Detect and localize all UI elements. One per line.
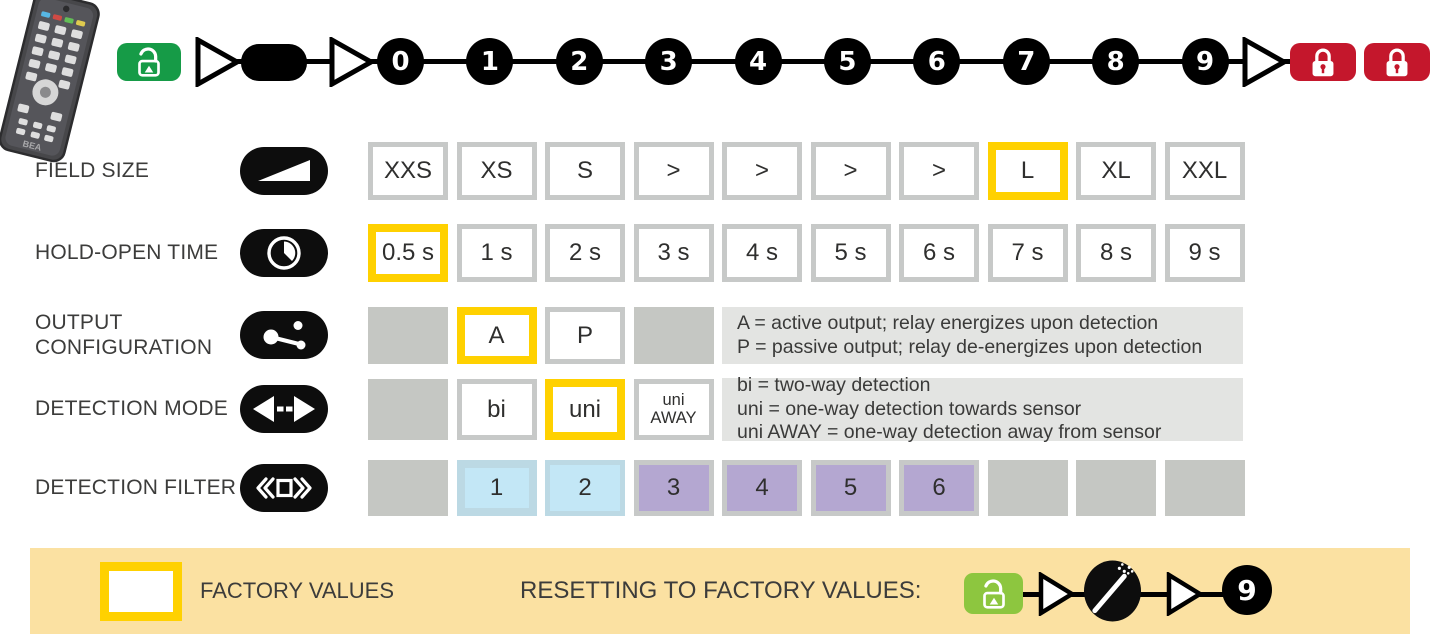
arrow-right-icon <box>1038 572 1076 616</box>
digit-key-1: 1 <box>466 38 514 85</box>
reset-unlock-key <box>964 573 1023 614</box>
remote-keypad <box>16 21 83 143</box>
option-cell-disabled <box>1076 460 1156 516</box>
remote-brand-logo: BEA <box>22 139 43 153</box>
note-line: uni = one-way detection towards sensor <box>737 397 1082 420</box>
factory-values-band: FACTORY VALUES RESETTING TO FACTORY VALU… <box>30 548 1410 634</box>
option-cell: bi <box>456 379 537 440</box>
detection-filter-icon <box>240 464 328 512</box>
remote-control-image: BEA <box>0 0 115 173</box>
reset-digit-key: 9 <box>1222 565 1272 615</box>
arrow-right-icon <box>1242 37 1288 87</box>
option-cell: 4 s <box>722 224 802 282</box>
option-cell-factory: L <box>987 142 1068 200</box>
digit-key-2: 2 <box>555 38 603 85</box>
option-cell-disabled <box>368 460 448 516</box>
option-cell: S <box>545 142 625 200</box>
option-cell: 5 s <box>810 224 891 282</box>
option-cell: 6 s <box>899 224 979 282</box>
field-size-icon <box>240 147 328 195</box>
clock-icon <box>240 229 328 277</box>
option-cell: XL <box>1076 142 1156 200</box>
row-label-detection-filter: DETECTION FILTER <box>35 475 237 499</box>
option-cell: 6 <box>899 460 979 516</box>
lock-icon <box>1386 48 1408 77</box>
row-label-hold-open-time: HOLD-OPEN TIME <box>35 240 219 264</box>
note-line: A = active output; relay energizes upon … <box>737 311 1159 334</box>
row-label-field-size: FIELD SIZE <box>35 158 150 182</box>
digit-key-5: 5 <box>823 38 871 85</box>
blank-black-key <box>241 44 307 81</box>
digit-key-0: 0 <box>377 38 424 85</box>
option-cell-disabled <box>987 460 1068 516</box>
note-line: P = passive output; relay de-energizes u… <box>737 335 1203 358</box>
option-cell: 2 s <box>545 224 625 282</box>
hold-open-time-options: 0.5 s 1 s 2 s 3 s 4 s 5 s 6 s 7 s 8 s 9 … <box>368 224 1245 282</box>
option-cell: XXS <box>368 142 448 200</box>
option-cell: > <box>899 142 979 200</box>
arrow-right-icon <box>1166 572 1204 616</box>
row-label-detection-mode: DETECTION MODE <box>35 397 228 421</box>
lock-key-2 <box>1364 43 1430 81</box>
detection-filter-options: 1 2 3 4 5 6 <box>368 460 1245 516</box>
factory-values-label: FACTORY VALUES <box>200 578 395 603</box>
digit-key-9: 9 <box>1181 38 1229 85</box>
output-configuration-options: A P <box>368 307 714 364</box>
arrow-right-icon <box>195 37 241 87</box>
option-cell: 3 <box>633 460 714 516</box>
detection-mode-note: bi = two-way detection uni = one-way det… <box>722 374 1243 443</box>
factory-value-sample-box <box>100 562 182 621</box>
remote-color-keys <box>41 11 86 27</box>
output-configuration-note: A = active output; relay energizes upon … <box>722 307 1243 364</box>
unlock-icon <box>982 578 1005 609</box>
option-cell-disabled <box>1164 460 1245 516</box>
option-cell: 4 <box>722 460 802 516</box>
digit-key-8: 8 <box>1092 38 1140 85</box>
unlock-icon <box>138 47 160 77</box>
note-line: bi = two-way detection <box>737 373 931 396</box>
relay-output-icon <box>240 311 328 359</box>
unlock-key <box>117 43 181 81</box>
remote-control-illustration: BEA <box>0 0 100 163</box>
option-cell: 5 <box>810 460 891 516</box>
field-size-options: XXS XS S > > > > L XL XXL <box>368 142 1245 200</box>
option-cell-factory: 0.5 s <box>368 224 448 282</box>
row-label-output-configuration: OUTPUT CONFIGURATION <box>35 310 213 359</box>
option-cell-factory: A <box>456 307 537 364</box>
digit-keys: 0 1 2 3 4 5 6 7 8 9 <box>377 38 1229 85</box>
digit-key-7: 7 <box>1002 38 1050 85</box>
option-cell-disabled <box>368 379 448 440</box>
option-cell: > <box>633 142 714 200</box>
note-line: uni AWAY = one-way detection away from s… <box>737 421 1162 444</box>
wipe-clean-key <box>1083 559 1142 628</box>
lock-key <box>1290 43 1356 81</box>
option-cell: 7 s <box>987 224 1068 282</box>
option-cell-factory: 1 <box>456 460 537 516</box>
option-cell: 9 s <box>1164 224 1245 282</box>
detection-mode-options: bi uni uni AWAY <box>368 379 714 440</box>
wipe-clean-icon <box>1083 560 1142 622</box>
resetting-label: RESETTING TO FACTORY VALUES: <box>520 577 922 604</box>
option-cell: 1 s <box>456 224 537 282</box>
option-cell: P <box>545 307 625 364</box>
digit-key-3: 3 <box>645 38 693 85</box>
digit-key-6: 6 <box>913 38 961 85</box>
arrow-right-icon <box>329 37 375 87</box>
option-cell: uni AWAY <box>633 379 714 440</box>
option-cell: 3 s <box>633 224 714 282</box>
lock-icon <box>1312 48 1334 77</box>
option-cell: > <box>810 142 891 200</box>
option-cell-factory: uni <box>545 379 625 440</box>
option-cell: 2 <box>545 460 625 516</box>
option-cell: 8 s <box>1076 224 1156 282</box>
option-cell: XS <box>456 142 537 200</box>
digit-key-4: 4 <box>734 38 782 85</box>
option-cell-disabled <box>633 307 714 364</box>
option-cell: > <box>722 142 802 200</box>
option-cell-disabled <box>368 307 448 364</box>
option-cell: XXL <box>1164 142 1245 200</box>
two-way-arrows-icon <box>240 385 328 433</box>
